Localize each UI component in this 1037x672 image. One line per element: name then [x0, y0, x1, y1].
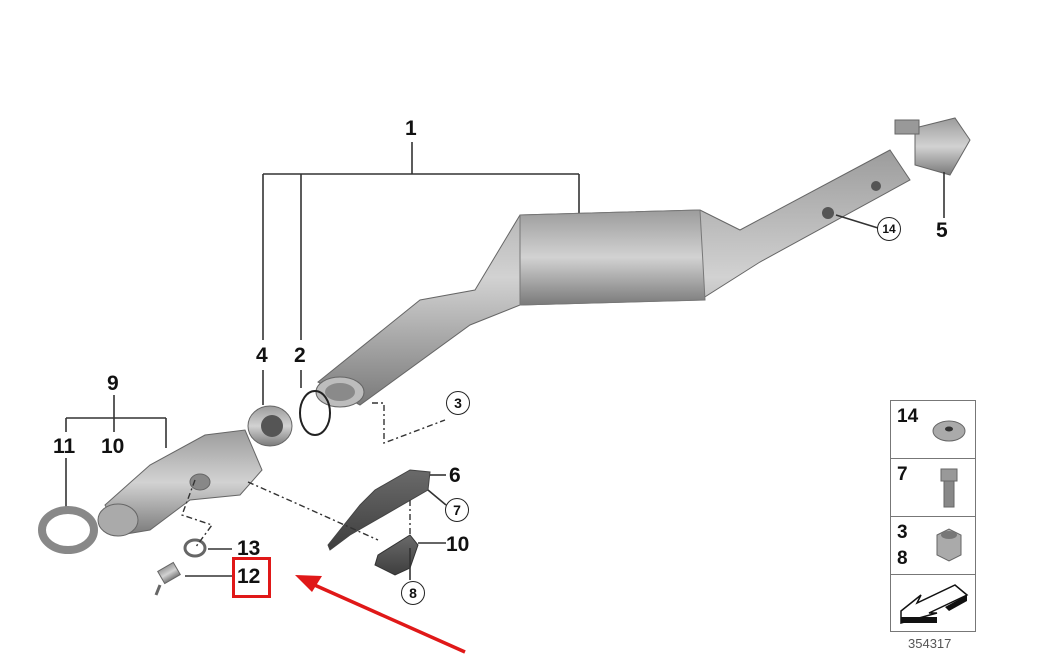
ring-part-2 — [299, 390, 331, 436]
clamp-part-11 — [38, 506, 98, 554]
callout-1[interactable]: 1 — [405, 117, 417, 140]
callout-13[interactable]: 13 — [237, 537, 261, 560]
callout-14[interactable]: 14 — [877, 217, 901, 241]
callout-6[interactable]: 6 — [449, 464, 461, 487]
callout-10-mount[interactable]: 10 — [446, 533, 470, 556]
leader-group-1 — [262, 142, 580, 405]
highlight-box-12 — [232, 557, 271, 598]
legend-label-8: 8 — [897, 548, 908, 569]
legend-label-7: 7 — [897, 464, 908, 485]
catalytic-converter-pipe — [315, 149, 911, 408]
callout-8[interactable]: 8 — [401, 581, 425, 605]
legend-cell-direction — [891, 575, 975, 631]
turbo-outlet-part-9 — [97, 429, 263, 537]
hex-bolt-icon — [940, 468, 958, 508]
hardware-legend: 14 7 3 8 — [890, 400, 976, 632]
callout-10-turbo[interactable]: 10 — [101, 435, 125, 458]
legend-cell-hex-bolt[interactable]: 7 — [891, 459, 975, 517]
direction-arrow-icon — [900, 584, 969, 624]
legend-cell-plug-screw[interactable]: 14 — [891, 401, 975, 459]
legend-cell-collar-nut[interactable]: 3 8 — [891, 517, 975, 575]
callout-3[interactable]: 3 — [446, 391, 470, 415]
callout-4[interactable]: 4 — [256, 344, 268, 367]
callout-2[interactable]: 2 — [294, 344, 306, 367]
legend-label-3: 3 — [897, 522, 908, 543]
plug-screw-icon — [932, 420, 966, 442]
callout-12[interactable]: 12 — [237, 565, 261, 588]
leader-group-9 — [65, 395, 167, 512]
sensor-part-12 — [154, 561, 181, 596]
callout-9[interactable]: 9 — [107, 372, 119, 395]
clamp-part-5 — [894, 117, 971, 176]
mount-part-10 — [374, 534, 419, 576]
callout-11[interactable]: 11 — [53, 435, 76, 458]
document-number: 354317 — [908, 636, 952, 651]
callout-5[interactable]: 5 — [936, 219, 948, 242]
gasket-part-4 — [247, 405, 293, 447]
collar-nut-icon — [936, 528, 962, 562]
gasket-part-13 — [183, 538, 207, 558]
red-annotation-arrow — [295, 575, 466, 654]
callout-7[interactable]: 7 — [445, 498, 469, 522]
legend-label-14: 14 — [897, 406, 919, 427]
bracket-part-6 — [327, 469, 431, 551]
